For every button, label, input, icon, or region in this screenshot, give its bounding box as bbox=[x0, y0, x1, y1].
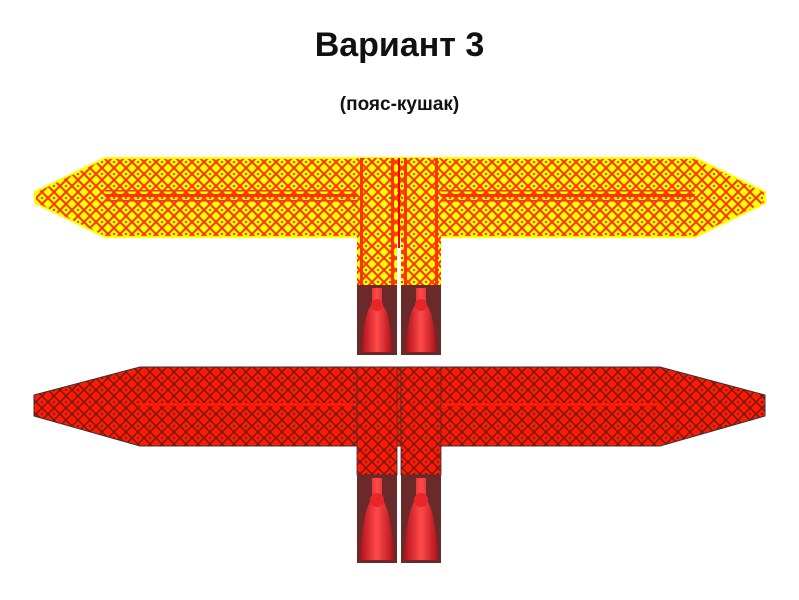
red-belt-left-end bbox=[356, 366, 398, 563]
red-belt-right-end bbox=[400, 366, 442, 563]
yellow-belt bbox=[34, 157, 766, 355]
page-subtitle: (пояс-кушак) bbox=[339, 94, 460, 115]
yellow-belt-left-end bbox=[357, 158, 397, 355]
tassel-icon bbox=[404, 478, 438, 560]
tassel-icon bbox=[362, 288, 392, 352]
red-belt bbox=[33, 366, 766, 563]
tassel-icon bbox=[406, 288, 436, 352]
page-title: Вариант 3 bbox=[314, 26, 485, 64]
tassel-icon bbox=[360, 478, 394, 560]
yellow-belt-right-end bbox=[401, 158, 441, 355]
